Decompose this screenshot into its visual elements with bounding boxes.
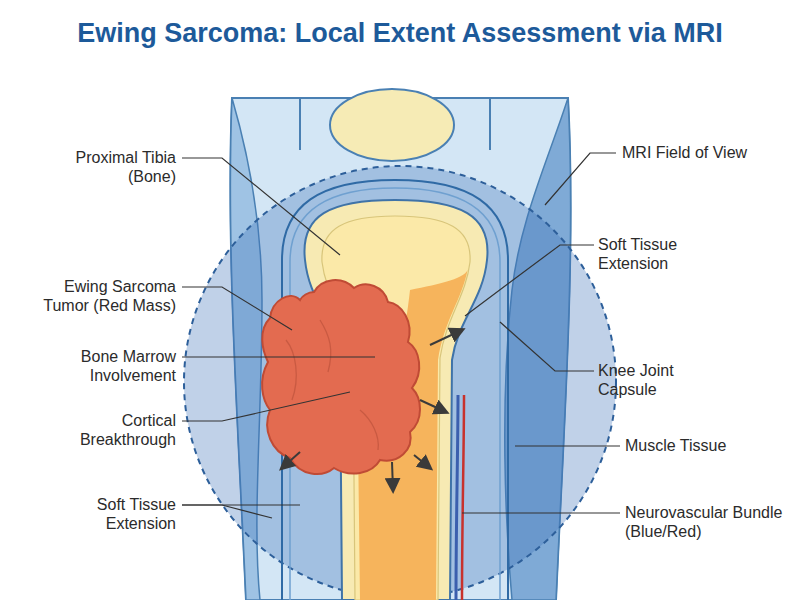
- ewing-tumor: [262, 280, 420, 474]
- patella: [330, 89, 454, 161]
- part-label: Knee Joint Capsule: [598, 361, 728, 399]
- part-label: Cortical Breakthrough: [56, 411, 176, 449]
- part-label: Neurovascular Bundle (Blue/Red): [625, 503, 785, 541]
- part-label: Muscle Tissue: [625, 436, 785, 455]
- artery: [462, 395, 464, 600]
- leader-lines: [182, 153, 620, 518]
- vein: [456, 395, 458, 600]
- part-label: Ewing Sarcoma Tumor (Red Mass): [26, 277, 176, 315]
- part-label: Proximal Tibia (Bone): [56, 148, 176, 186]
- part-label: Soft Tissue Extension: [56, 495, 176, 533]
- part-label: MRI Field of View: [622, 143, 792, 162]
- diagram-title: Ewing Sarcoma: Local Extent Assessment v…: [0, 18, 800, 49]
- part-label: Bone Marrow Involvement: [56, 347, 176, 385]
- part-label: Soft Tissue Extension: [598, 235, 728, 273]
